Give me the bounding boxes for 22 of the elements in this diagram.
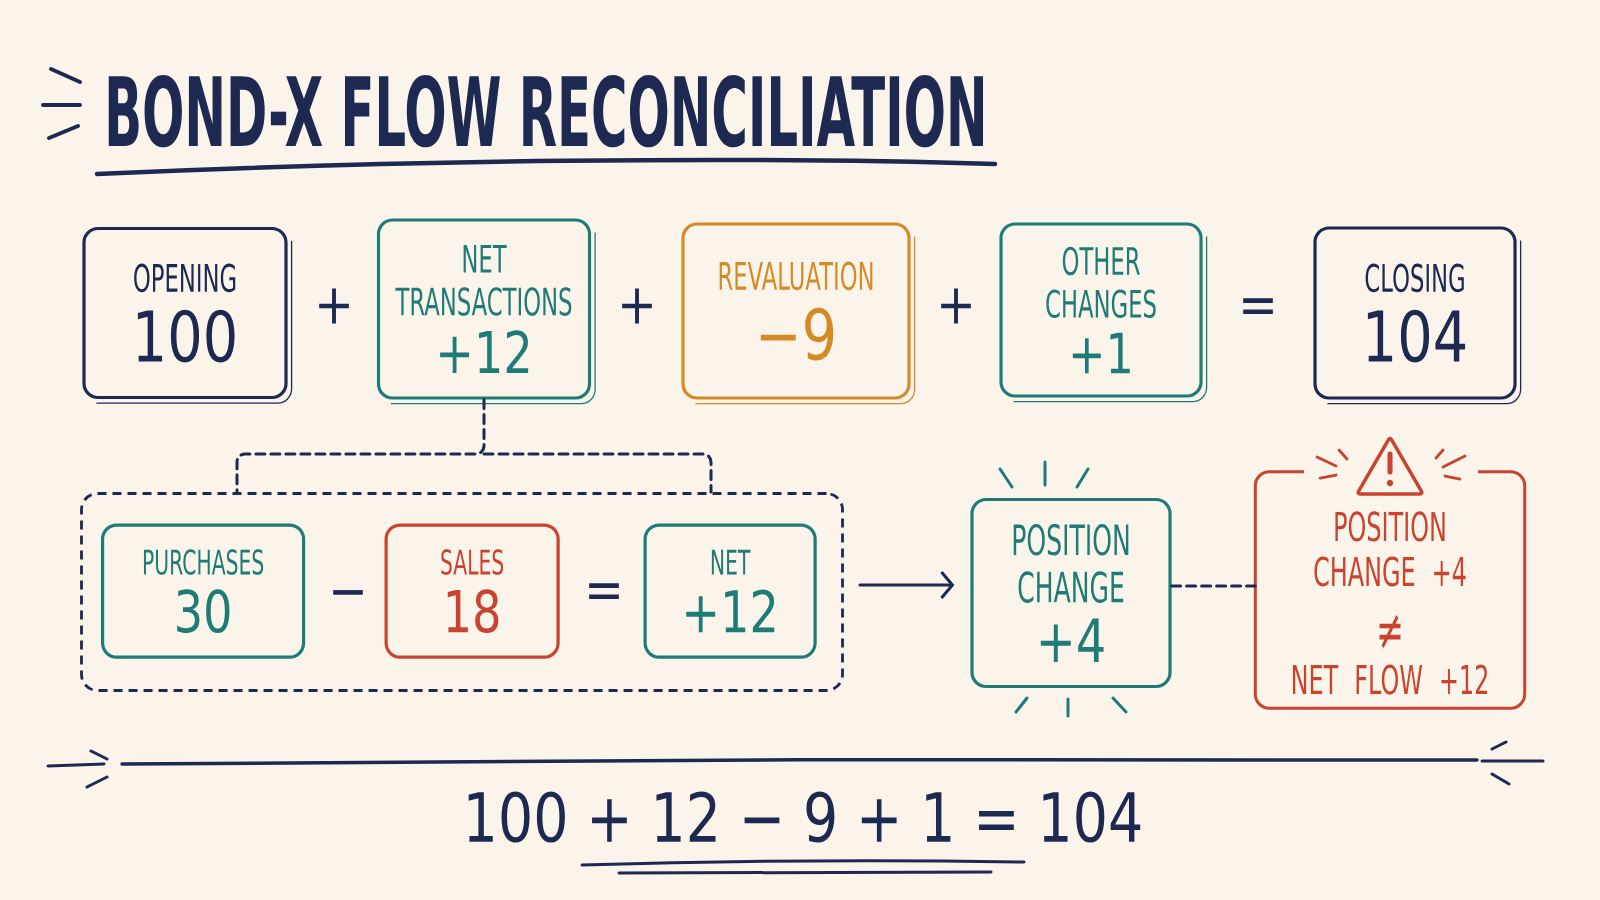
operator: + xyxy=(622,288,652,324)
operator: + xyxy=(319,288,349,324)
value-box: CLOSING 104 xyxy=(1313,226,1522,405)
connector-line xyxy=(1170,584,1257,588)
value-box: SALES 18 xyxy=(384,523,560,659)
operator: = xyxy=(589,583,619,600)
operator: + xyxy=(941,288,971,324)
value-box: REVALUATION −9 xyxy=(681,222,916,405)
result-box: POSITION CHANGE +4 xyxy=(970,497,1172,689)
warning-box: POSITION CHANGE +4 ≠ NET FLOW +12 xyxy=(1253,470,1527,710)
value-box: PURCHASES 30 xyxy=(101,523,306,659)
connector-line xyxy=(235,398,713,494)
group-frame xyxy=(80,492,844,692)
title: BOND-X FLOW RECONCILIATION xyxy=(108,75,983,148)
operator: − xyxy=(333,590,363,595)
value-box: NET +12 xyxy=(643,523,817,659)
operator: = xyxy=(1243,298,1273,315)
arrow xyxy=(858,571,955,599)
value-box: OTHER CHANGES +1 xyxy=(999,222,1208,403)
value-box: NET TRANSACTIONS +12 xyxy=(376,218,596,405)
value-box: OPENING 100 xyxy=(82,226,293,404)
equation: 100 + 12 − 9 + 1 = 104 xyxy=(468,791,1141,843)
